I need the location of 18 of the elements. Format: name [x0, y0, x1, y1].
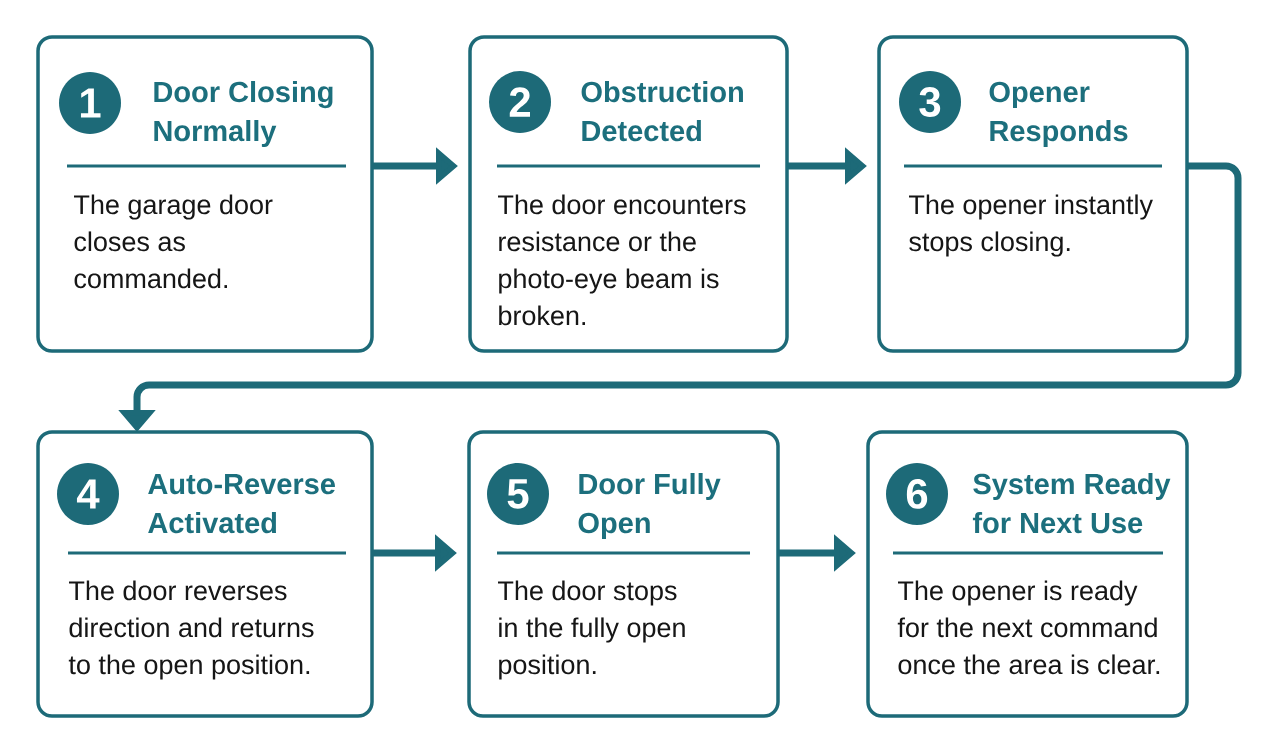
step-title: System Ready for Next Use [972, 473, 1171, 534]
step-description: The garage door closes as commanded. [74, 194, 273, 289]
number-badge: 2 [489, 71, 551, 133]
step-title: Opener Responds [989, 81, 1128, 147]
step-title: Door Fully Open [578, 473, 721, 539]
step-description: The opener is ready for the next command once the area is clear. [897, 580, 1160, 675]
step-title: Door Closing Normally [154, 81, 333, 147]
number-badge: 4 [57, 463, 119, 525]
step-title: Obstruction Detected [581, 81, 743, 142]
step-title: Auto-Reverse Activated [148, 474, 335, 534]
number-badge: 1 [59, 72, 121, 134]
number-badge: 5 [487, 463, 549, 525]
step-description: The door stops in the fully open position. [498, 580, 685, 680]
number-badge: 3 [899, 71, 961, 133]
step-description: The opener instantly stops closing. [909, 194, 1153, 257]
step-description: The door encounters resistance or the photo-eye beam is broken. [498, 194, 746, 326]
number-badge: 6 [886, 463, 948, 525]
step-description: The door reverses direction and returns to the open position. [68, 580, 314, 680]
